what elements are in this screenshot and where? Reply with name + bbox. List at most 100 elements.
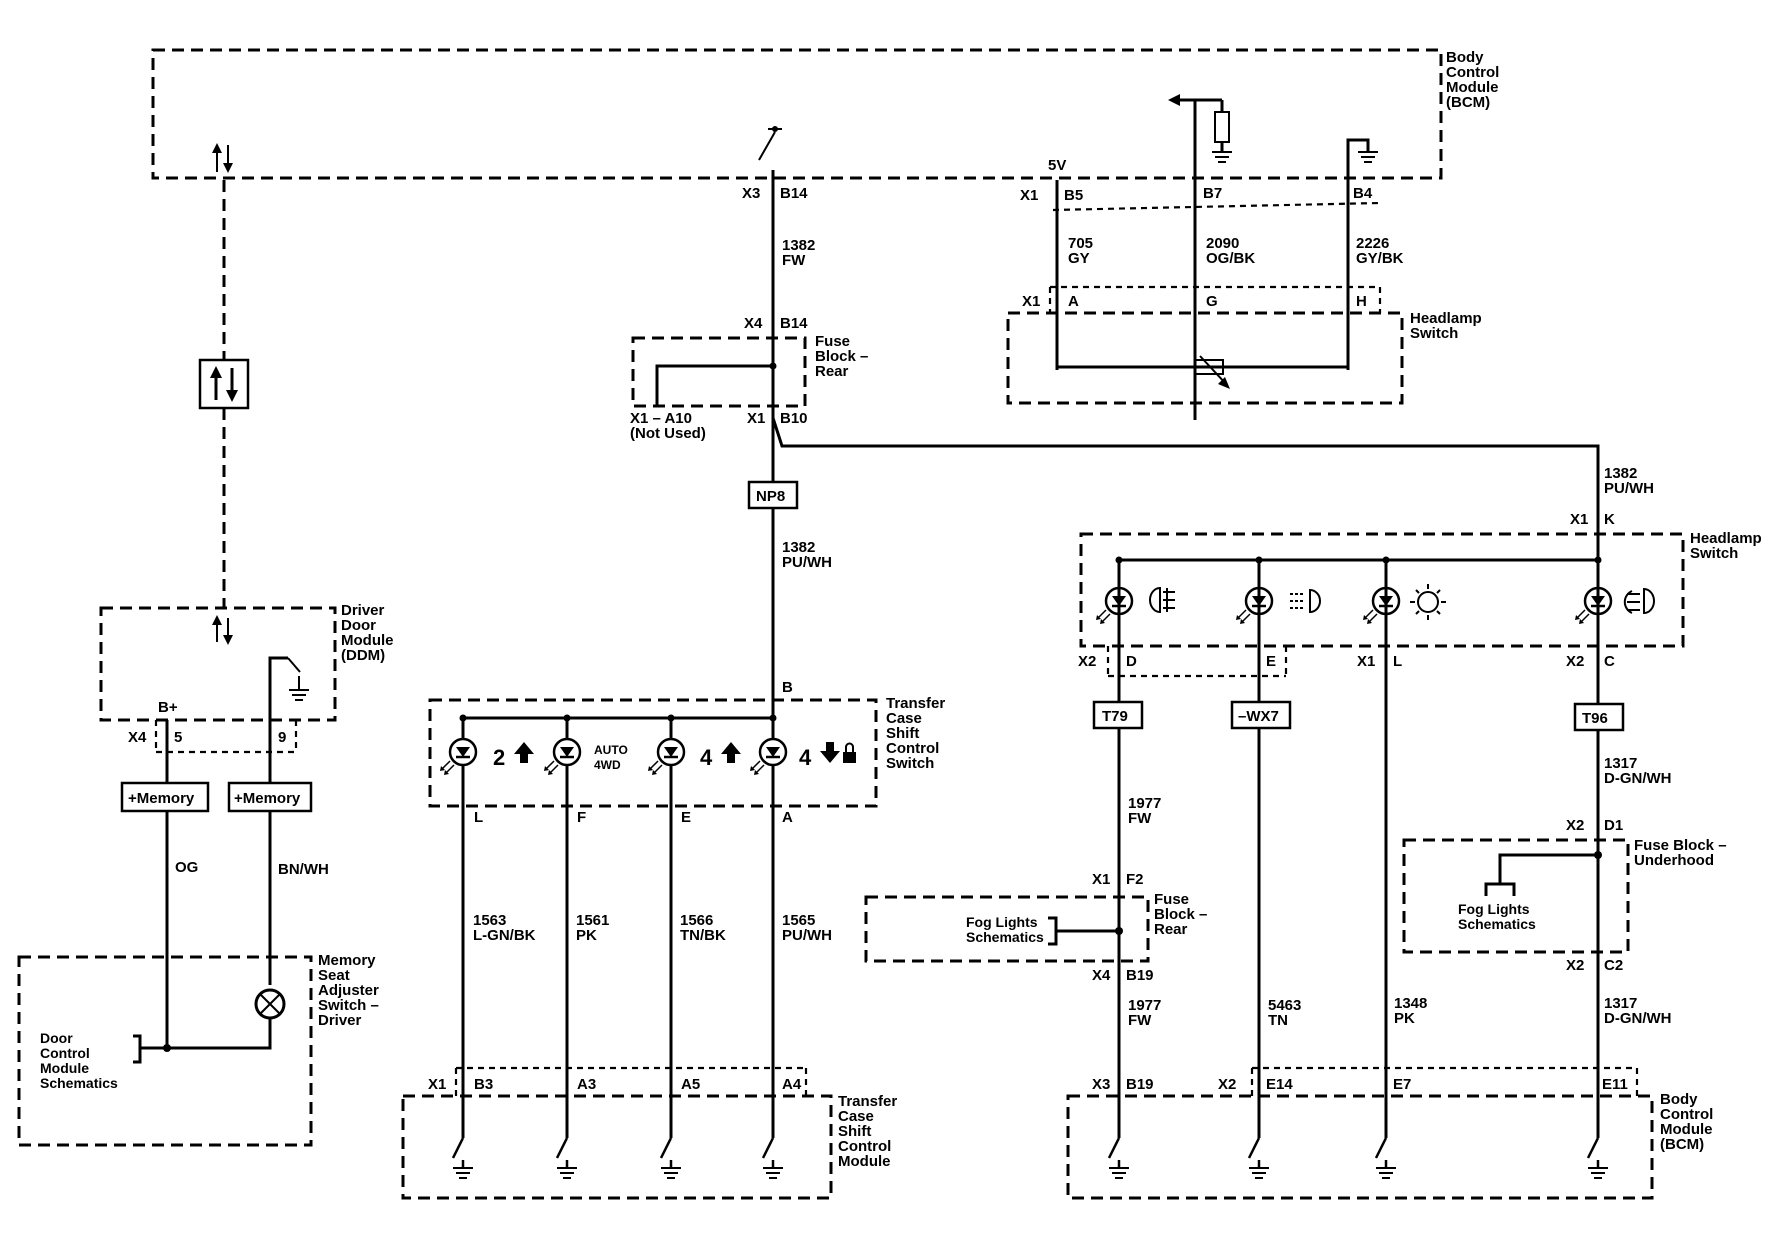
rear-fog-lamp-icon	[1623, 587, 1655, 615]
memory-right-label: +Memory	[234, 790, 301, 807]
led-icon	[440, 737, 478, 775]
down-arrow-icon	[820, 742, 840, 763]
fuse-underhood-name: Fuse Block –Underhood	[1634, 837, 1727, 869]
wx7-label: –WX7	[1238, 708, 1279, 725]
headlamp-right-k: K	[1604, 511, 1615, 528]
np8-label: NP8	[756, 488, 785, 505]
headlamp-right-d: D	[1126, 653, 1137, 670]
headlamp-switch-top-outline	[1006, 311, 1404, 405]
fuse-rear-right-x4: X4	[1092, 967, 1111, 984]
headlamp-switch-right-outline	[1079, 532, 1685, 648]
headlamp-top-a: A	[1068, 293, 1079, 310]
bcm-bottom-e11: E11	[1602, 1076, 1628, 1093]
headlamp-right-x2: X2	[1078, 653, 1096, 670]
fuse-underhood-c2: C2	[1604, 957, 1623, 974]
headlamp-right-x2b: X2	[1566, 653, 1584, 670]
tccs-module-outline	[401, 1094, 833, 1200]
np8-badge	[747, 480, 799, 510]
tccs-switch-outline	[428, 698, 878, 808]
fuse-underhood-outline	[1402, 838, 1630, 954]
t79-badge	[1092, 700, 1144, 730]
fuse-rear-b14: B14	[780, 315, 808, 332]
up-arrow-icon	[514, 742, 534, 763]
headlamp-right-l: L	[1393, 653, 1402, 670]
ground-switch-icon	[1107, 1137, 1129, 1179]
memory-left-label: +Memory	[128, 790, 195, 807]
fuse-rear-x4: X4	[744, 315, 763, 332]
ddm-x4: X4	[128, 729, 147, 746]
bcm-bottom-outline	[1066, 1094, 1654, 1200]
tccs-pin-a: A	[782, 809, 793, 826]
bidirectional-icon-ddm	[212, 615, 233, 645]
front-fog-lamp-icon	[1149, 586, 1175, 614]
bcm-connector-dash	[1052, 201, 1381, 212]
bcm-5v-label: 5V	[1048, 157, 1066, 174]
tccs-led-group	[440, 714, 788, 1138]
led-icon	[1236, 586, 1274, 624]
ground-switch-icon	[1247, 1137, 1269, 1179]
fuse-rear-internal	[655, 364, 773, 406]
headlamp-led-group	[1096, 556, 1613, 624]
headlamp-potentiometer	[1057, 355, 1348, 389]
bidirectional-icon-serial	[210, 366, 238, 402]
t79-label: T79	[1102, 708, 1128, 725]
tccs-mode-2: 2	[493, 745, 505, 770]
ddm-pin9: 9	[278, 729, 286, 746]
led-icon	[1575, 586, 1613, 624]
led-icon	[1096, 586, 1134, 624]
fuse-underhood-d1: D1	[1604, 817, 1623, 834]
bcm-b5-label: B5	[1064, 187, 1083, 204]
wx7-badge	[1230, 700, 1292, 730]
indicator-lamp-icon	[254, 988, 286, 1020]
bcm-bottom-e14: E14	[1266, 1076, 1293, 1093]
fuse-block-rear-outline	[631, 336, 807, 408]
serial-data-box	[198, 358, 250, 410]
ground-switch-icon	[659, 1137, 681, 1179]
ddm-switch-symbol	[268, 656, 309, 720]
fuse-rear-not-used: X1 – A10(Not Used)	[630, 410, 706, 442]
led-icon	[648, 737, 686, 775]
bcm-b14-label: B14	[780, 185, 808, 202]
bcm-b7-label: B7	[1203, 185, 1222, 202]
fuse-underhood-x2b: X2	[1566, 957, 1584, 974]
memory-badge-left	[120, 781, 210, 813]
fog-bracket-left	[1048, 916, 1058, 946]
door-control-bracket	[133, 1034, 142, 1064]
b7-pull-resistor	[1168, 94, 1232, 420]
ground-switch-icon	[451, 1137, 473, 1179]
parking-lamp-icon	[1410, 584, 1446, 620]
bcm-bottom-x2: X2	[1218, 1076, 1236, 1093]
wire-bnwh-label: BN/WH	[278, 861, 329, 878]
bcm-bottom-b19: B19	[1126, 1076, 1154, 1093]
ground-switch-icon	[761, 1137, 783, 1179]
fuse-rear-right-f2: F2	[1126, 871, 1144, 888]
bcm-switch-symbol	[758, 126, 782, 161]
ddm-outline	[99, 606, 337, 722]
tccs-module-a3: A3	[577, 1076, 596, 1093]
wire-1382-right-branch	[771, 417, 1600, 558]
headlamp-top-g: G	[1206, 293, 1218, 310]
fuse-underhood-x2: X2	[1566, 817, 1584, 834]
fuse-rear-b10: B10	[780, 410, 808, 427]
ground-switch-icon	[555, 1137, 577, 1179]
